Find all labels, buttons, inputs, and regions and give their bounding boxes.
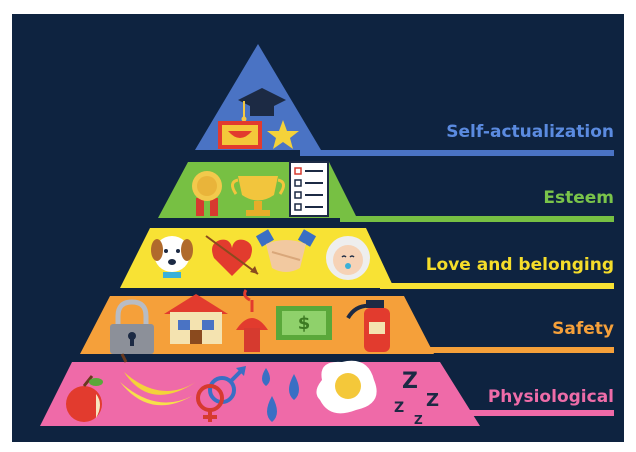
umbrella-icon	[236, 289, 268, 352]
level-self-actualization-label: Self-actualization	[446, 122, 614, 142]
fried-egg-icon	[316, 360, 377, 414]
house-icon	[164, 294, 228, 344]
level-love-line	[380, 283, 614, 289]
level-physiological-line	[460, 410, 614, 416]
star-icon	[267, 120, 299, 149]
svg-text:$: $	[298, 313, 311, 334]
fire-extinguisher-icon	[346, 300, 390, 352]
money-icon: $	[276, 306, 332, 340]
level-love-label: Love and belonging	[426, 255, 614, 275]
smile-icon	[218, 121, 262, 149]
water-drops-icon	[262, 368, 299, 422]
trophy-icon	[231, 176, 285, 216]
bananas-icon	[120, 353, 196, 406]
handshake-icon	[255, 229, 317, 272]
level-physiological-label: Physiological	[488, 387, 614, 407]
level-safety-line	[420, 347, 614, 353]
gender-icon	[196, 366, 246, 422]
dog-icon	[151, 236, 193, 278]
level-esteem-label: Esteem	[543, 188, 614, 208]
apple-icon	[66, 375, 103, 422]
heart-arrow-icon	[205, 235, 259, 276]
baby-icon	[326, 236, 370, 280]
svg-text:Z: Z	[426, 390, 439, 411]
level-esteem-line	[340, 216, 614, 222]
padlock-icon	[110, 299, 154, 354]
svg-text:Z: Z	[394, 400, 404, 416]
medal-icon	[192, 171, 222, 216]
sleep-zzz-icon: Z Z Z Z	[394, 369, 439, 427]
svg-text:Z: Z	[402, 369, 418, 394]
level-safety-label: Safety	[552, 319, 614, 339]
checklist-icon	[289, 161, 329, 217]
level-self-actualization-line	[300, 150, 614, 156]
graduation-cap-icon	[238, 88, 286, 122]
svg-text:Z: Z	[414, 413, 423, 427]
